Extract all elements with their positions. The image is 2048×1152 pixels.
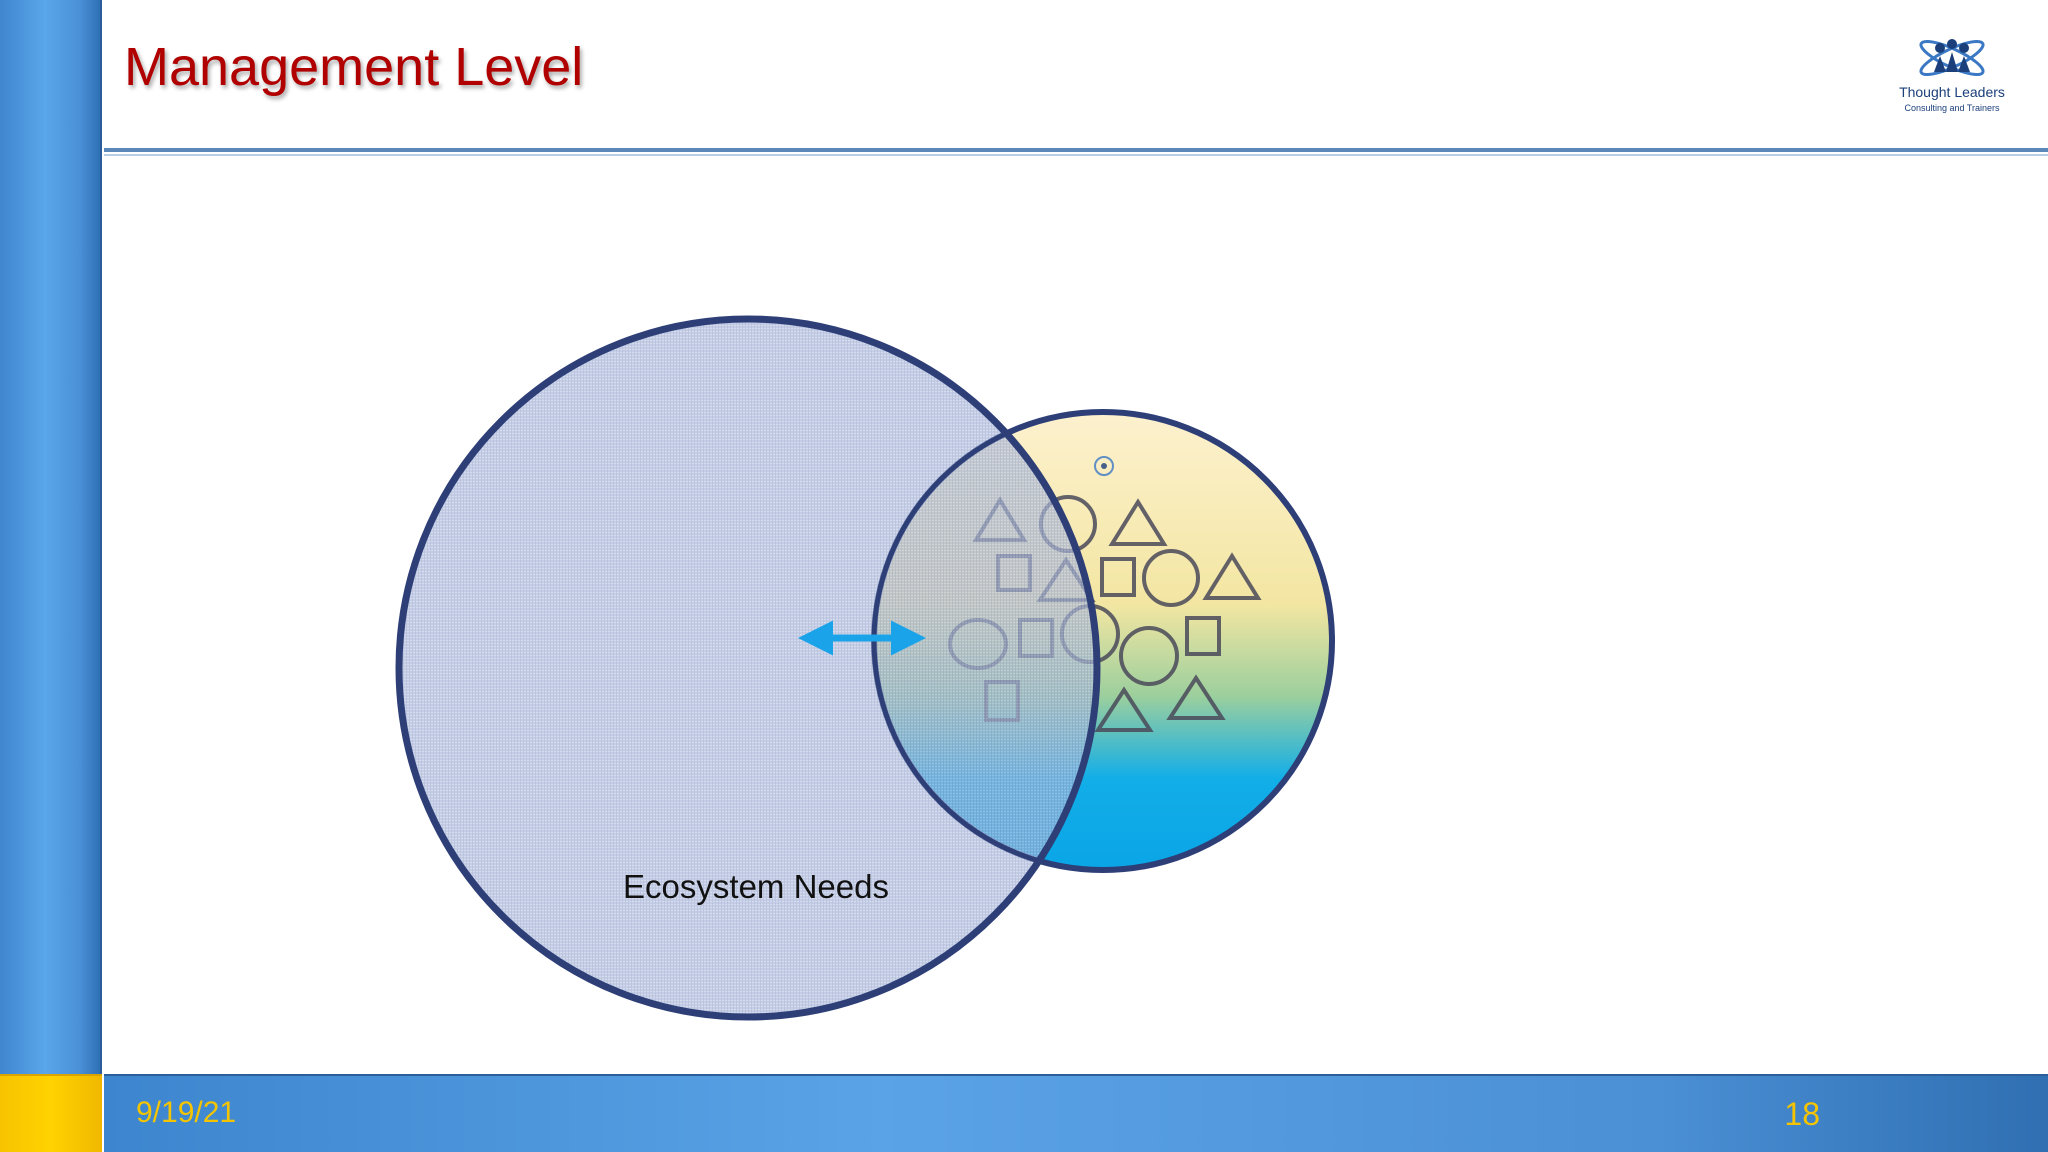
square-shape — [1100, 557, 1136, 597]
slide-date: 9/19/21 — [136, 1096, 237, 1129]
title-divider — [104, 148, 2048, 152]
triangle-shape — [1108, 498, 1168, 546]
slide-title: Management Level — [124, 37, 584, 97]
logo-name: Thought Leaders — [1899, 84, 2005, 100]
triangle-shape — [1094, 686, 1154, 732]
corner-accent-block — [0, 1074, 102, 1152]
square-shape — [1185, 616, 1221, 656]
title-divider-shadow — [104, 154, 2048, 156]
footer-bar — [104, 1074, 2048, 1152]
small-circle-logo — [1094, 456, 1114, 476]
slide-number: 18 — [1784, 1096, 1820, 1132]
triangle-shape — [1166, 674, 1226, 720]
ecosystem-needs-label: Ecosystem Needs — [623, 868, 889, 905]
logo-tagline: Consulting and Trainers — [1904, 103, 2000, 113]
circle-shape — [1142, 549, 1200, 607]
left-accent-bar — [0, 0, 102, 1074]
logo-icon — [1919, 39, 1985, 77]
large-circle — [395, 315, 1101, 1021]
circle-shape — [1119, 626, 1179, 686]
triangle-shape — [1202, 552, 1262, 600]
